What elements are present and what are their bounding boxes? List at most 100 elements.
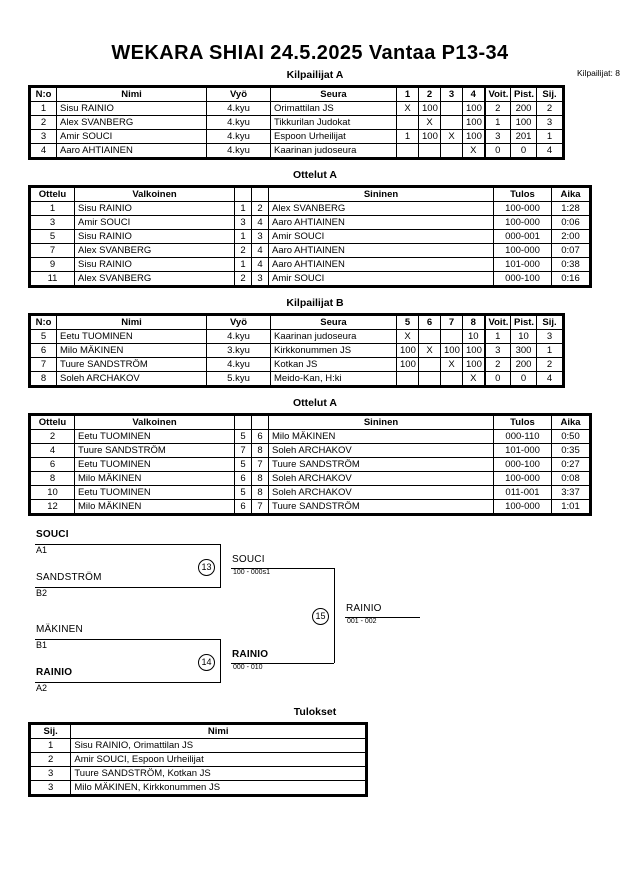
match-cell-time: 0:06 (551, 215, 590, 230)
results-column-header: Nimi (70, 724, 366, 739)
pool-column-header: Vyö (206, 87, 271, 102)
match-cell-result: 101-000 (493, 257, 552, 272)
match-column-header: Valkoinen (74, 187, 235, 202)
match-cell-result: 100-000 (493, 243, 552, 258)
match-column-header: Aika (551, 415, 590, 430)
match-cell-blue: Aaro AHTIAINEN (268, 243, 494, 258)
pool-cell-club: Kirkkonummen JS (270, 343, 397, 358)
bracket-slot-code-2: B2 (36, 588, 48, 598)
pool-cell-rank: 3 (536, 115, 563, 130)
bracket-line-slot-4 (35, 682, 220, 683)
pool-column-header: Pist. (510, 315, 537, 330)
pool-cell-match: 100 (396, 357, 419, 372)
pool-cell-match (418, 329, 441, 344)
pool-column-header: Sij. (536, 87, 563, 102)
match-cell-result: 100-000 (493, 201, 552, 216)
pool-cell-match (440, 371, 463, 386)
match-cell-blue-no: 4 (251, 243, 269, 258)
bracket-slot-name-3: MÄKINEN (36, 624, 83, 635)
match-column-header: Tulos (493, 415, 552, 430)
pool-cell-number: 4 (30, 143, 57, 158)
match-cell-white: Eetu TUOMINEN (74, 485, 235, 500)
match-cell-white-no: 5 (234, 485, 252, 500)
tournament-document: WEKARA SHIAI 24.5.2025 Vantaa P13-34 Kil… (0, 42, 630, 797)
pool-cell-match: X (440, 129, 463, 144)
pool-b-heading: Kilpailijat B (286, 297, 344, 309)
pool-cell-wins: 3 (483, 343, 511, 358)
match-cell-blue-no: 7 (251, 499, 269, 514)
pool-cell-match (396, 143, 419, 158)
match-cell-number: 11 (30, 271, 75, 286)
pool-cell-club: Kaarinan judoseura (270, 143, 397, 158)
pool-cell-match: 100 (396, 343, 419, 358)
pool-cell-match (396, 371, 419, 386)
match-cell-number: 6 (30, 457, 75, 472)
match-cell-number: 10 (30, 485, 75, 500)
match-cell-white-no: 1 (234, 229, 252, 244)
pool-cell-number: 8 (30, 371, 57, 386)
pool-cell-rank: 2 (536, 101, 563, 116)
pool-cell-club: Kaarinan judoseura (270, 329, 397, 344)
pool-column-header: Nimi (56, 315, 207, 330)
pool-column-header: 6 (418, 315, 441, 330)
match-cell-result: 000-001 (493, 229, 552, 244)
match-cell-blue: Milo MÄKINEN (268, 429, 494, 444)
match-cell-time: 0:38 (551, 257, 590, 272)
pool-cell-club: Orimattilan JS (270, 101, 397, 116)
pool-cell-match: 100 (462, 343, 485, 358)
match-column-header: Ottelu (30, 415, 75, 430)
pool-cell-club: Espoon Urheilijat (270, 129, 397, 144)
match-cell-blue: Tuure SANDSTRÖM (268, 499, 494, 514)
pool-cell-rank: 4 (536, 371, 563, 386)
pool-cell-rank: 1 (536, 343, 563, 358)
pool-cell-belt: 4.kyu (206, 101, 271, 116)
pool-cell-points: 10 (510, 329, 537, 344)
pool-column-header: 2 (418, 87, 441, 102)
pool-cell-points: 100 (510, 115, 537, 130)
match-cell-blue: Soleh ARCHAKOV (268, 485, 494, 500)
pool-cell-number: 6 (30, 343, 57, 358)
match-column-header: Aika (551, 187, 590, 202)
pool-cell-wins: 2 (483, 357, 511, 372)
pool-cell-belt: 4.kyu (206, 129, 271, 144)
match-cell-time: 0:07 (551, 243, 590, 258)
pool-cell-match (396, 115, 419, 130)
results-cell-position: 1 (29, 738, 72, 753)
match-column-header: Sininen (268, 415, 494, 430)
elimination-bracket: SOUCI A1 SANDSTRÖM B2 13 SOUCI 100 - 000… (0, 527, 630, 702)
pool-cell-points: 0 (510, 371, 537, 386)
pool-cell-number: 5 (30, 329, 57, 344)
match-cell-white-no: 2 (234, 271, 252, 286)
match-cell-number: 8 (30, 471, 75, 486)
match-cell-white: Tuure SANDSTRÖM (74, 443, 235, 458)
match-cell-result: 000-100 (493, 457, 552, 472)
matches-b-heading: Ottelut A (293, 397, 337, 409)
match-cell-blue-no: 4 (251, 215, 269, 230)
match-column-header: Valkoinen (74, 415, 235, 430)
pool-cell-match: 10 (462, 329, 485, 344)
pool-cell-match: 1 (396, 129, 419, 144)
match-cell-number: 7 (30, 243, 75, 258)
match-cell-result: 000-110 (493, 429, 552, 444)
match-cell-number: 4 (30, 443, 75, 458)
match-cell-white: Sisu RAINIO (74, 229, 235, 244)
pool-cell-match: X (462, 371, 485, 386)
results-cell-position: 2 (29, 752, 72, 767)
pool-cell-club: Meido-Kan, H:ki (270, 371, 397, 386)
match-cell-white-no: 6 (234, 499, 252, 514)
bracket-slot-code-1: A1 (36, 545, 48, 555)
pool-cell-rank: 1 (536, 129, 563, 144)
pool-cell-belt: 4.kyu (206, 357, 271, 372)
pool-column-header: Pist. (510, 87, 537, 102)
pool-cell-points: 0 (510, 143, 537, 158)
